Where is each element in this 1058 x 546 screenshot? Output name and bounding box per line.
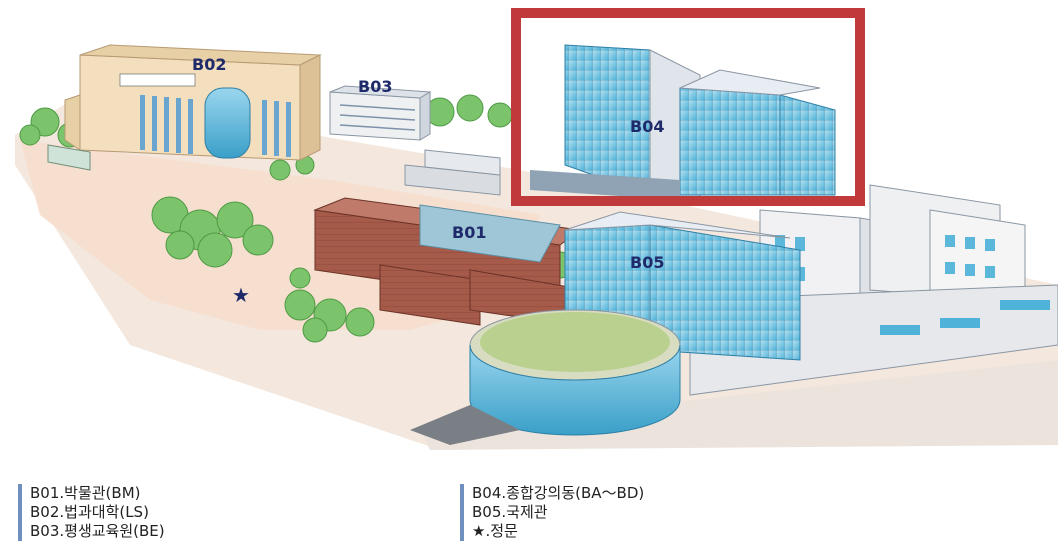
building-b02[interactable] <box>64 44 322 161</box>
small-buildings <box>47 144 501 196</box>
label-b02: B02 <box>192 55 226 74</box>
highlight-box-b04 <box>511 8 865 206</box>
legend-left: B01.박물관(BM) B02.법과대학(LS) B03.평생교육원(BE) <box>18 484 165 541</box>
label-b03: B03 <box>358 77 392 96</box>
legend-right: B04.종합강의동(BA～BD) B05.국제관 ★.정문 <box>460 484 644 541</box>
legend-item-b04: B04.종합강의동(BA～BD) <box>472 484 645 502</box>
legend-item-b03: B03.평생교육원(BE) <box>30 522 165 540</box>
legend-item-b05: B05.국제관 <box>472 503 548 521</box>
main-gate-star: ★ <box>232 283 250 307</box>
legend-item-b02: B02.법과대학(LS) <box>30 503 149 521</box>
label-b01: B01 <box>452 223 486 242</box>
legend-item-b01: B01.박물관(BM) <box>30 484 141 502</box>
building-b04[interactable] <box>530 44 836 201</box>
building-b03[interactable] <box>329 85 432 141</box>
campus-map: B02 B03 B01 <box>15 8 1058 450</box>
label-b05: B05 <box>630 253 664 272</box>
building-b01[interactable] <box>313 197 582 326</box>
label-b04: B04 <box>630 117 664 136</box>
legend-item-main-gate: ★.정문 <box>472 522 518 540</box>
round-hall <box>410 309 681 445</box>
trees <box>19 94 574 343</box>
